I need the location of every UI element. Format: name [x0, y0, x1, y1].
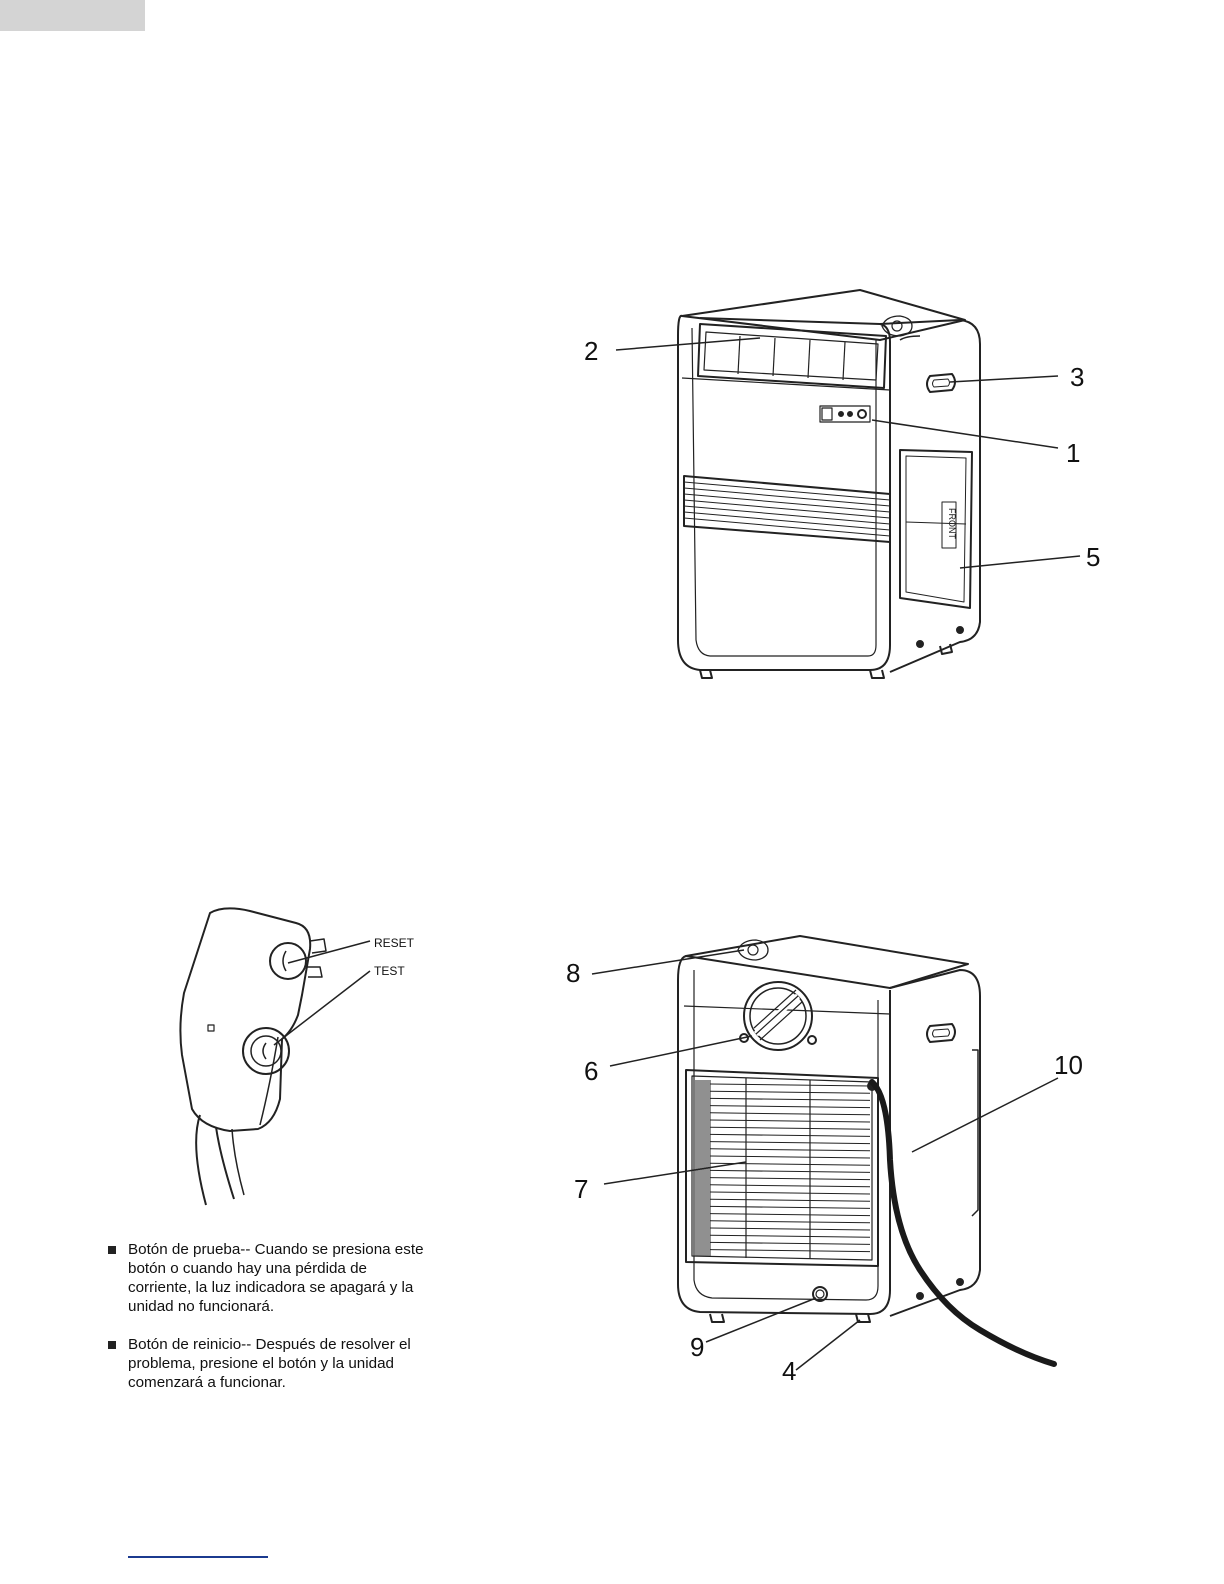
front-callout-5: 5 [1086, 542, 1100, 572]
grille-slat [710, 1127, 870, 1129]
grille-slat [710, 1142, 870, 1144]
bullet-square [108, 1341, 116, 1349]
back-callout-9: 9 [690, 1332, 704, 1362]
grille-slat [710, 1206, 870, 1208]
plug-reset-label: RESET [374, 936, 415, 950]
back-callout-10: 10 [1054, 1050, 1083, 1080]
grille-slat [710, 1178, 870, 1180]
grille-slat [710, 1250, 870, 1252]
plug-notes: Botón de prueba-- Cuando se presiona est… [108, 1240, 428, 1411]
grille-slat [710, 1098, 870, 1100]
footer-rule [128, 1556, 268, 1558]
grille-slat [710, 1192, 870, 1194]
plug-diagram: RESET TEST [170, 905, 440, 1205]
grille-slat [710, 1091, 870, 1093]
header-tab-block [0, 0, 145, 31]
plug-test-label: TEST [374, 964, 405, 978]
note-reset-button: Botón de reinicio-- Después de resolver … [108, 1335, 428, 1392]
bullet-square [108, 1246, 116, 1254]
front-callout-1: 1 [1066, 438, 1080, 468]
front-filter-label: FRONT [947, 508, 957, 539]
note-test-button: Botón de prueba-- Cuando se presiona est… [108, 1240, 428, 1316]
grille-slat [710, 1084, 870, 1086]
grille-slat [710, 1120, 870, 1122]
back-view-diagram: 8 6 7 9 4 10 [560, 930, 1100, 1380]
grille-slat [710, 1156, 870, 1158]
front-callout-3: 3 [1070, 362, 1084, 392]
back-callout-4: 4 [782, 1356, 796, 1386]
front-view-diagram: 1 2 3 5 FRONT [560, 280, 1120, 690]
grille-slat [710, 1214, 870, 1216]
grille-slat [710, 1235, 870, 1237]
grille-slat [710, 1185, 870, 1187]
grille-slat [710, 1199, 870, 1201]
back-callout-7: 7 [574, 1174, 588, 1204]
grille-slat [710, 1149, 870, 1151]
grille-slat [710, 1221, 870, 1223]
grille-slat [710, 1170, 870, 1172]
grille-slat [710, 1113, 870, 1115]
back-callout-6: 6 [584, 1056, 598, 1086]
note-test-button-text: Botón de prueba-- Cuando se presiona est… [128, 1240, 428, 1316]
front-callout-2: 2 [584, 336, 598, 366]
back-callout-8: 8 [566, 958, 580, 988]
note-reset-button-text: Botón de reinicio-- Después de resolver … [128, 1335, 428, 1392]
grille-slat [710, 1106, 870, 1108]
grille-slat [710, 1228, 870, 1230]
grille-slat [710, 1134, 870, 1136]
grille-slat [710, 1242, 870, 1244]
